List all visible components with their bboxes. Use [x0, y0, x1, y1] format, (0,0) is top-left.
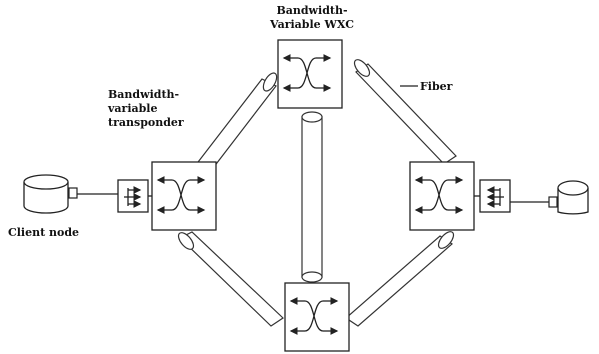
fiber-tube-bottom-left [177, 231, 284, 327]
fiber-tube-bottom-right [345, 231, 455, 327]
fiber-tube-top-left [194, 72, 278, 173]
wxc-label-line2: Variable WXC [269, 18, 354, 31]
wxc-bottom [284, 282, 350, 352]
transponder-right [479, 179, 511, 213]
wxc-right [409, 161, 475, 231]
fiber-tube-top-right [353, 59, 457, 165]
client-node-label: Client node [8, 226, 79, 239]
wxc-left [151, 161, 217, 231]
client-node-left [23, 174, 118, 214]
wxc-top [277, 39, 343, 109]
fiber-label: Fiber [420, 80, 453, 93]
fiber-tube-vertical [301, 111, 323, 283]
wxc-label-line1: Bandwidth- [276, 4, 347, 17]
transponder-label-line1: Bandwidth- [108, 88, 179, 101]
transponder-left [117, 179, 149, 213]
client-node-right [510, 180, 589, 215]
transponder-label-line2: variable [107, 102, 158, 115]
transponder-label-line3: transponder [108, 116, 184, 129]
